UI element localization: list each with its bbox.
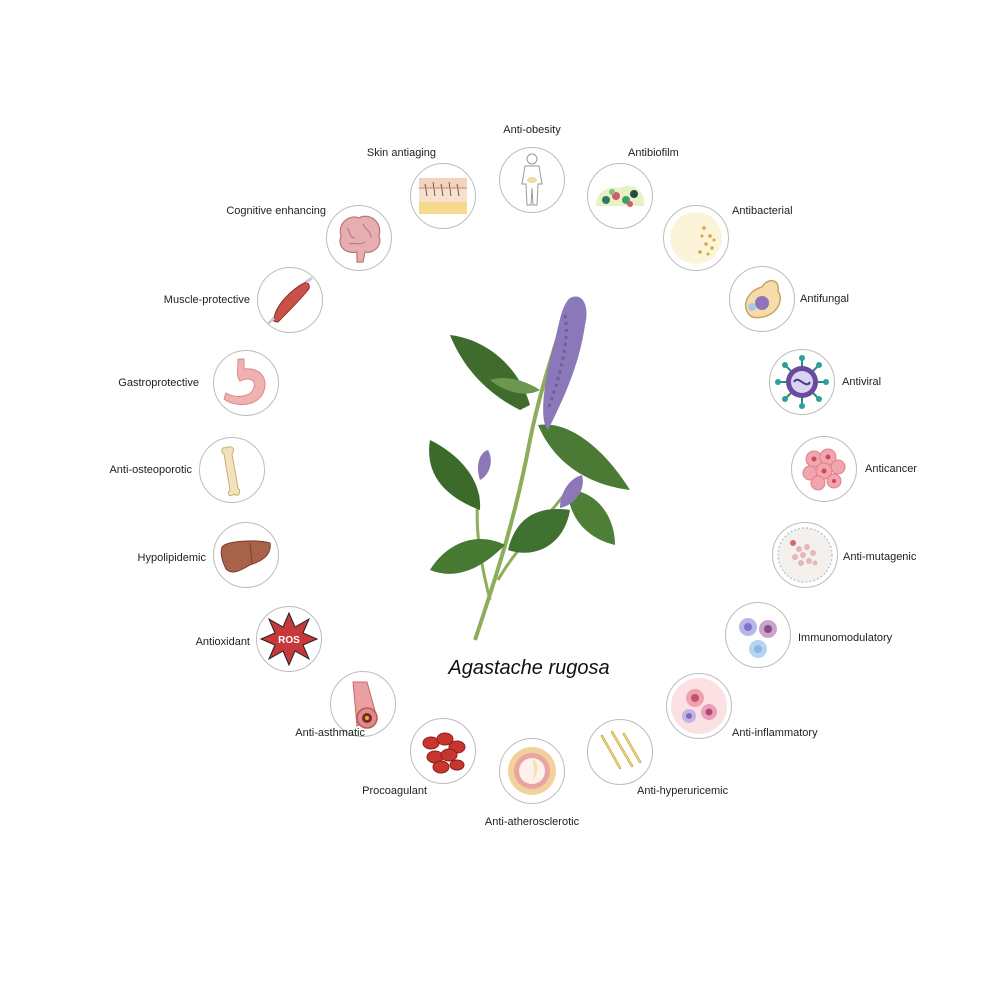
blood-clot-icon <box>422 732 466 774</box>
node-anti-hyperuricemic <box>587 719 653 785</box>
label-immunomodulatory: Immunomodulatory <box>798 632 893 644</box>
node-antioxidant: ROS <box>256 606 322 672</box>
label-antibacterial: Antibacterial <box>732 205 793 217</box>
label-anti-hyperuricemic: Anti-hyperuricemic <box>637 785 729 797</box>
label-anti-osteoporotic: Anti-osteoporotic <box>109 464 192 476</box>
skin-layers-icon <box>419 178 467 214</box>
label-antibiofilm: Antibiofilm <box>628 147 679 159</box>
muscle-icon <box>266 276 313 326</box>
label-anticancer: Anticancer <box>865 463 917 475</box>
label-antifungal: Antifungal <box>800 293 849 305</box>
stomach-icon <box>223 358 266 405</box>
node-anti-obesity <box>499 147 565 213</box>
node-gastroprotective <box>213 350 279 416</box>
node-antiviral <box>769 349 835 415</box>
cell-nucleus-icon <box>777 527 833 583</box>
label-antiviral: Antiviral <box>842 376 882 388</box>
bone-icon <box>221 446 241 497</box>
label-anti-inflammatory: Anti-inflammatory <box>732 727 818 739</box>
node-procoagulant <box>410 718 476 784</box>
node-immunomodulatory <box>725 602 791 668</box>
label-antioxidant: Antioxidant <box>195 636 250 648</box>
inflamed-cells-icon <box>671 678 727 734</box>
liver-icon <box>220 540 271 573</box>
node-cognitive-enhancing <box>326 205 392 271</box>
immune-cells-icon <box>739 618 777 658</box>
label-skin-antiaging: Skin antiaging <box>366 147 436 159</box>
brain-icon <box>339 215 381 263</box>
ros-burst-icon: ROS <box>259 611 319 667</box>
label-gastroprotective: Gastroprotective <box>118 377 199 389</box>
label-anti-atherosclerotic: Anti-atherosclerotic <box>484 816 580 828</box>
fungal-cell-icon <box>744 279 781 319</box>
label-anti-asthmatic: Anti-asthmatic <box>295 727 365 739</box>
ros-label: ROS <box>278 635 300 646</box>
node-antibacterial <box>663 205 729 271</box>
node-antifungal <box>729 266 795 332</box>
bronchus-icon <box>352 681 378 729</box>
label-procoagulant: Procoagulant <box>362 785 427 797</box>
node-anticancer <box>791 436 857 502</box>
node-muscle-protective <box>257 267 323 333</box>
tumor-cells-icon <box>802 448 846 491</box>
uric-acid-crystals-icon <box>600 730 642 770</box>
label-hypolipidemic: Hypolipidemic <box>137 552 206 564</box>
plant-name: Agastache rugosa <box>448 657 610 679</box>
virus-icon <box>775 355 829 409</box>
human-body-icon <box>521 153 543 206</box>
node-skin-antiaging <box>410 163 476 229</box>
node-anti-asthmatic <box>330 671 396 737</box>
node-antibiofilm <box>587 163 653 229</box>
node-hypolipidemic <box>213 522 279 588</box>
label-muscle-protective: Muscle-protective <box>163 294 250 306</box>
label-anti-mutagenic: Anti-mutagenic <box>843 551 917 563</box>
node-anti-atherosclerotic <box>499 738 565 804</box>
node-anti-osteoporotic <box>199 437 265 503</box>
label-anti-obesity: Anti-obesity <box>503 124 561 136</box>
biofilm-icon <box>596 186 645 207</box>
label-cognitive-enhancing: Cognitive enhancing <box>226 205 326 217</box>
bacteria-dish-icon <box>670 212 722 264</box>
node-anti-inflammatory <box>666 673 732 739</box>
agastache-plant-image <box>429 296 630 641</box>
artery-plaque-icon <box>508 747 556 795</box>
node-anti-mutagenic <box>772 522 838 588</box>
